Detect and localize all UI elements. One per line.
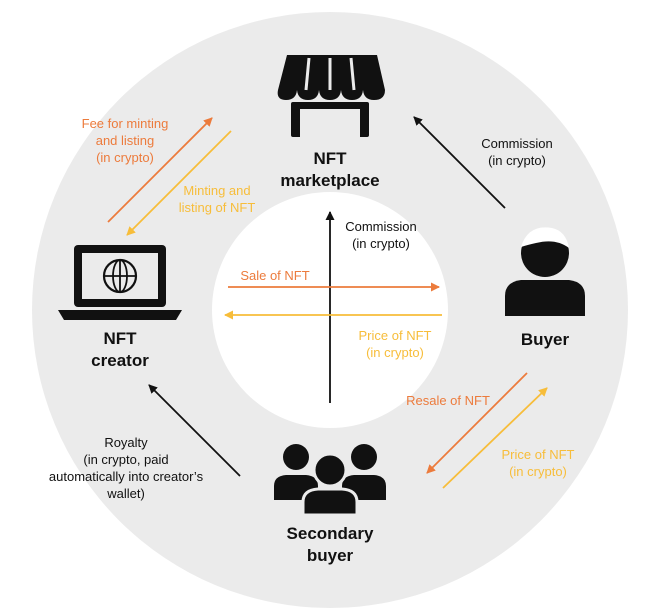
- price-secondary-label: Price of NFT (in crypto): [488, 446, 588, 480]
- commission-outer-label: Commission (in crypto): [462, 135, 572, 169]
- royalty-label-line: automatically into creator’s: [48, 469, 204, 484]
- group-icon: [274, 444, 386, 517]
- buyer-label-text: Buyer: [520, 330, 570, 349]
- fee-label: Fee for minting and listing (in crypto): [62, 115, 188, 166]
- commission-center-line: (in crypto): [352, 236, 410, 251]
- price-center-line: Price of NFT: [358, 328, 432, 343]
- sale-label-line: Sale of NFT: [240, 268, 310, 283]
- creator-label-line2: creator: [91, 351, 149, 370]
- resale-label-line: Resale of NFT: [406, 393, 490, 408]
- sale-label: Sale of NFT: [230, 267, 320, 284]
- price-center-line: (in crypto): [366, 345, 424, 360]
- fee-label-line: Fee for minting: [81, 116, 169, 131]
- commission-center-label: Commission (in crypto): [333, 218, 429, 252]
- secondary-label-line2: buyer: [306, 546, 354, 565]
- price-secondary-arrow: [442, 387, 548, 489]
- creator-label: NFT creator: [70, 328, 170, 372]
- resale-arrow: [426, 372, 528, 474]
- royalty-arrow: [148, 384, 241, 477]
- marketplace-label: NFT marketplace: [270, 148, 390, 192]
- commission-outer-arrow: [413, 116, 506, 209]
- commission-outer-line: (in crypto): [488, 153, 546, 168]
- royalty-label-line: Royalty: [104, 435, 148, 450]
- minting-label-line: listing of NFT: [178, 200, 256, 215]
- price-center-label: Price of NFT (in crypto): [345, 327, 445, 361]
- minting-label: Minting and listing of NFT: [162, 182, 272, 216]
- laptop-globe-icon: [58, 245, 182, 320]
- price-secondary-line: (in crypto): [509, 464, 567, 479]
- marketplace-label-line1: NFT: [313, 149, 347, 168]
- creator-label-line1: NFT: [103, 329, 137, 348]
- secondary-buyer-label: Secondary buyer: [270, 523, 390, 567]
- fee-label-line: and listing: [95, 133, 155, 148]
- minting-label-line: Minting and: [183, 183, 251, 198]
- person-icon: [505, 227, 585, 316]
- price-secondary-line: Price of NFT: [501, 447, 575, 462]
- buyer-label: Buyer: [495, 329, 595, 351]
- storefront-icon: [277, 55, 385, 137]
- resale-label: Resale of NFT: [398, 392, 498, 409]
- royalty-label: Royalty (in crypto, paid automatically i…: [26, 434, 226, 502]
- commission-center-line: Commission: [345, 219, 417, 234]
- royalty-label-line: (in crypto, paid: [83, 452, 169, 467]
- fee-label-line: (in crypto): [96, 150, 154, 165]
- commission-outer-line: Commission: [481, 136, 553, 151]
- fee-arrow: [107, 117, 213, 223]
- royalty-label-line: wallet): [107, 486, 145, 501]
- minting-arrow: [126, 130, 232, 236]
- secondary-label-line1: Secondary: [286, 524, 374, 543]
- marketplace-label-line2: marketplace: [280, 171, 380, 190]
